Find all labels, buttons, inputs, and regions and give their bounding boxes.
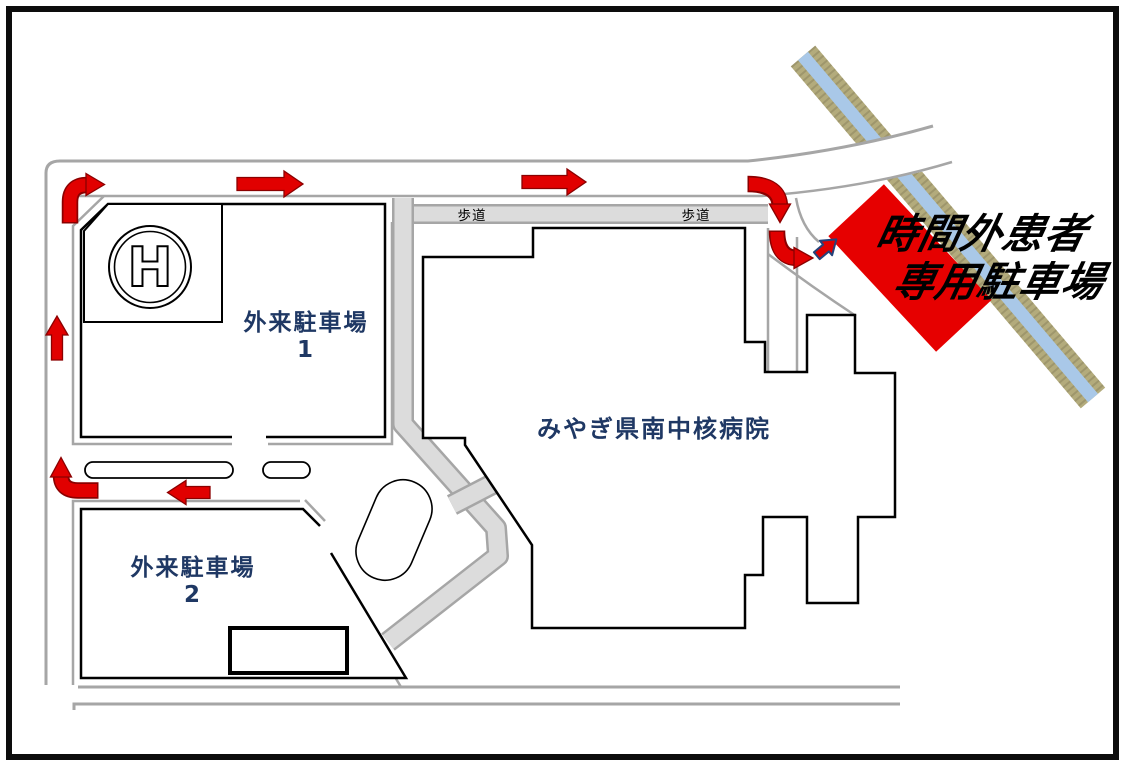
route-arrow-bottom-left-turn (49, 456, 99, 499)
route-arrows (44, 167, 838, 506)
hospital-label: みやぎ県南中核病院 (537, 415, 771, 443)
median-island-long (84, 461, 234, 479)
afterhours-label-line2-group: 専用駐車場 (889, 258, 1114, 305)
sidewalk-v-fill (382, 198, 507, 649)
median-island-short (262, 461, 311, 479)
route-arrow-left-exit (166, 479, 211, 506)
route-arrow-up-left-road (44, 314, 70, 361)
entrance-arrow-icon (812, 238, 838, 261)
road-over-river (740, 125, 955, 197)
parking1-label: 外来駐車場 (244, 309, 369, 336)
rotary-island-shape (355, 479, 433, 581)
sidewalk-label-east: 歩道 (682, 208, 711, 224)
route-arrow-right-east (521, 167, 588, 197)
parking2-offset-chamfer (304, 499, 326, 522)
helipad-letter: H (127, 236, 172, 299)
hospital-building (421, 226, 897, 630)
route-arrow-top-left-turn (61, 172, 106, 224)
parking2-offset-left (71, 499, 300, 685)
bottom-road-lower (72, 702, 900, 710)
route-arrow-right-west (236, 169, 305, 199)
river (790, 45, 1106, 409)
afterhours-parking-shape (828, 184, 992, 352)
helipad-outer-circle (108, 225, 192, 309)
labels: 歩道 歩道 外来駐車場 1 外来駐車場 2 みやぎ県南中核病院 時間外患者 専用… (131, 208, 1114, 608)
parking2-label: 外来駐車場 (131, 554, 256, 581)
afterhours-label-line1: 時間外患者 (872, 210, 1097, 257)
rotary-island (355, 479, 433, 581)
sidewalk-label-west: 歩道 (458, 208, 487, 224)
helipad-icon: H (108, 225, 192, 309)
afterhours-label-line2: 専用駐車場 (889, 258, 1114, 305)
junction-curve-upper (794, 197, 820, 243)
junction-curve-lower (767, 252, 857, 318)
parking1-number: 1 (297, 337, 315, 363)
parking1-offset-left (71, 195, 232, 446)
afterhours-parking-area (828, 184, 992, 352)
route-arrow-junction-into-lot (768, 230, 815, 270)
parking2-number: 2 (184, 582, 202, 608)
afterhours-label-line1-group: 時間外患者 (872, 210, 1097, 257)
helipad-inner-circle (113, 230, 187, 304)
annex-building (228, 626, 349, 675)
road-outer-edge (44, 124, 934, 685)
route-arrow-junction-down (747, 175, 792, 224)
parking1-offset-right (268, 222, 394, 446)
river-water (798, 51, 1098, 403)
